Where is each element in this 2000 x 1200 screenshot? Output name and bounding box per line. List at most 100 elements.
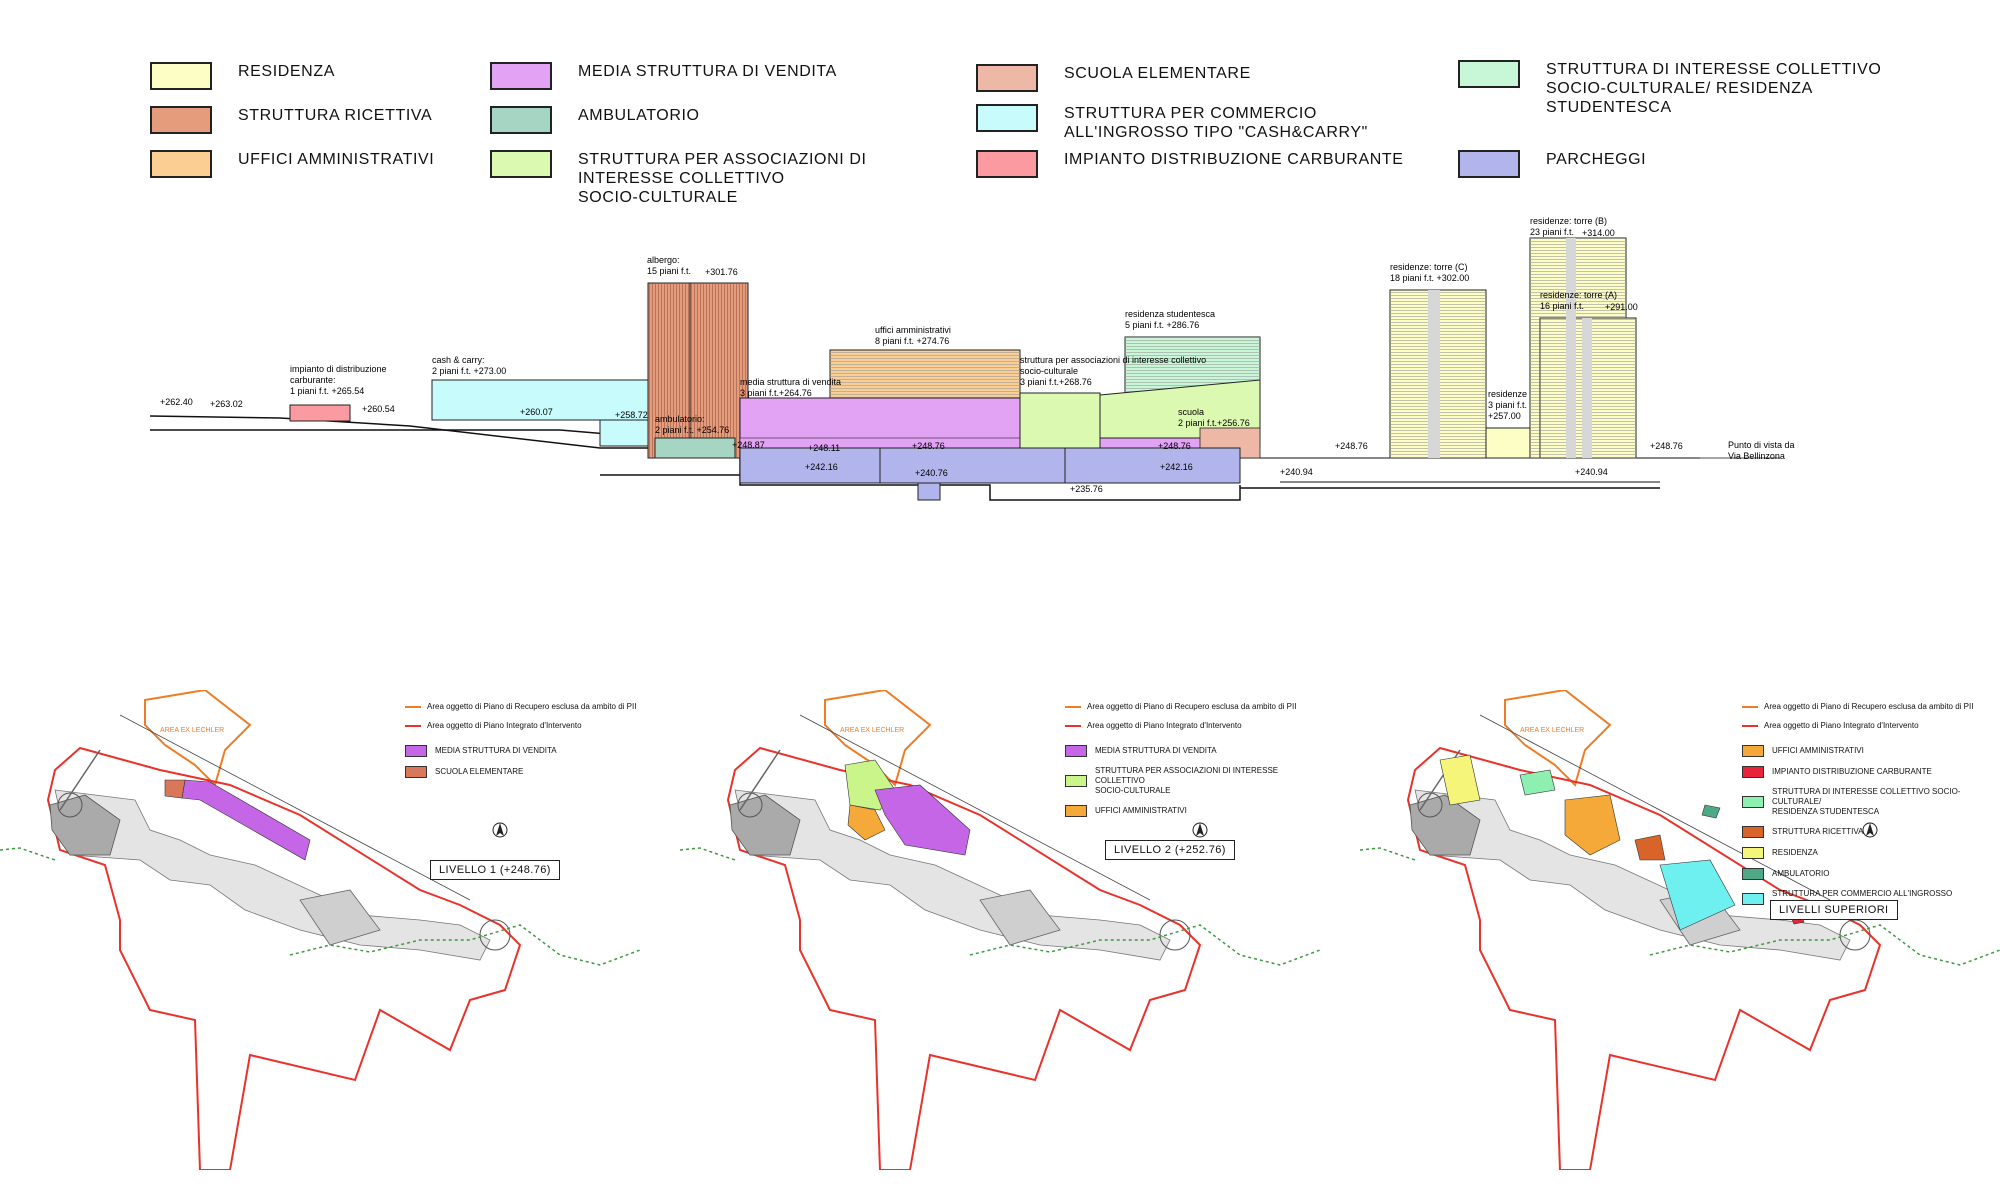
plan-map: AREA EX LECHLER	[1359, 688, 2000, 1171]
elevation-label: +248.87	[732, 440, 765, 450]
site-ground	[1414, 789, 1851, 961]
north-arrow-needle	[1866, 823, 1874, 836]
label-line: +257.00	[1488, 411, 1521, 421]
plan-swatch	[1742, 847, 1764, 859]
railway-line	[799, 714, 1151, 901]
plan-legend: Area oggetto di Piano di Recupero esclus…	[405, 702, 636, 787]
rail-line	[59, 749, 101, 811]
north-arrow-needle	[1196, 823, 1204, 836]
existing-buildings	[1409, 794, 1481, 856]
label-line: 2 piani f.t. +254.76	[655, 425, 729, 435]
vendita-swatch	[490, 62, 552, 90]
plan-legend-label: Area oggetto di Piano di Recupero esclus…	[1087, 702, 1297, 711]
plan-legend-item: SCUOLA ELEMENTARE	[405, 766, 636, 778]
label-line: 5 piani f.t. +286.76	[1125, 320, 1199, 330]
legend-label: IMPIANTO DISTRIBUZIONE CARBURANTE	[1064, 151, 1404, 168]
program-area	[164, 779, 186, 799]
elevation-label: +248.76	[1650, 441, 1683, 451]
plan-swatch	[1742, 796, 1764, 808]
plan-legend-item: STRUTTURA RICETTIVA	[1742, 826, 2000, 838]
label-line: albergo:	[647, 255, 680, 265]
level-label: LIVELLO 1 (+248.76)	[430, 860, 560, 880]
label-torre-c: residenze: torre (C)18 piani f.t. +302.0…	[1390, 262, 1469, 283]
torre-c-core	[1428, 290, 1440, 458]
ground-line	[149, 415, 740, 449]
plan-swatch	[405, 745, 427, 757]
plan-swatch	[1742, 745, 1764, 757]
plan-legend-item: Area oggetto di Piano Integrato d'Interv…	[1742, 721, 2000, 731]
pii-boundary	[1406, 746, 1882, 1171]
pii-boundary	[46, 746, 522, 1171]
legend-item-carburante: IMPIANTO DISTRIBUZIONE CARBURANTE	[976, 150, 1404, 178]
plan-legend-label: UFFICI AMMINISTRATIVI	[1095, 806, 1187, 815]
label-line: ambulatorio:	[655, 414, 705, 424]
plan-legend-item: STRUTTURA PER ASSOCIAZIONI DI INTERESSE …	[1065, 766, 1320, 796]
plan-legend-label: STRUTTURA RICETTIVA	[1772, 827, 1864, 836]
north-arrow-needle	[496, 823, 504, 836]
boundary-line-swatch	[405, 725, 421, 727]
color-legend: RESIDENZA STRUTTURA RICETTIVA UFFICI AMM…	[0, 60, 2000, 210]
label-cash-carry: cash & carry:2 piani f.t. +273.00	[432, 355, 506, 376]
level-label: LIVELLO 2 (+252.76)	[1105, 840, 1235, 860]
site-ground	[54, 789, 491, 961]
program-area	[1564, 794, 1621, 856]
green-boundary	[289, 924, 641, 966]
green-boundary	[969, 924, 1321, 966]
elevation-label: +240.94	[1575, 467, 1608, 477]
legend-item-uffici: UFFICI AMMINISTRATIVI	[150, 150, 434, 178]
green-boundary	[0, 847, 56, 861]
building-ambulatorio	[654, 437, 736, 459]
plan-swatch	[1742, 893, 1764, 905]
legend-label: STRUTTURA RICETTIVA	[238, 107, 433, 124]
legend-label: STRUTTURA DI INTERESSE COLLETTIVO SOCIO-…	[1546, 61, 1882, 116]
legend-label: SCUOLA ELEMENTARE	[1064, 65, 1251, 82]
elevation-label: +248.76	[1158, 441, 1191, 451]
label-line: 2 piani f.t.+256.76	[1178, 418, 1250, 428]
plan-legend-item: Area oggetto di Piano di Recupero esclus…	[1742, 702, 2000, 712]
plan-swatch	[1065, 805, 1087, 817]
label-line: 3 piani f.t.+268.76	[1020, 377, 1092, 387]
label-line: struttura per associazioni di interesse …	[1020, 355, 1206, 365]
plan-legend: Area oggetto di Piano di Recupero esclus…	[1742, 702, 2000, 918]
boundary-line-swatch	[1742, 706, 1758, 708]
plan-swatch	[1742, 766, 1764, 778]
building-cash-carry-low	[599, 419, 649, 447]
legend-item-parcheggi: PARCHEGGI	[1458, 150, 1646, 178]
label-line: uffici amministrativi	[875, 325, 951, 335]
plan-legend-label: Area oggetto di Piano Integrato d'Interv…	[427, 721, 582, 730]
plan-swatch	[1065, 745, 1087, 757]
label-line: 2 piani f.t. +273.00	[432, 366, 506, 376]
plan-swatch	[1742, 826, 1764, 838]
plan-legend-label: RESIDENZA	[1772, 848, 1818, 857]
elevation-label: +240.76	[915, 468, 948, 478]
roundabout	[1159, 919, 1191, 951]
legend-item-ricettiva: STRUTTURA RICETTIVA	[150, 106, 432, 134]
elevation-label: +235.76	[1070, 484, 1103, 494]
plan-legend-item: MEDIA STRUTTURA DI VENDITA	[1065, 745, 1320, 757]
label-line: residenza studentesca	[1125, 309, 1215, 319]
legend-item-ambulatorio: AMBULATORIO	[490, 106, 700, 134]
elevation-label: +260.54	[362, 404, 395, 414]
carburante-swatch	[976, 150, 1038, 178]
label-line: 1 piani f.t. +265.54	[290, 386, 364, 396]
existing-buildings	[49, 794, 121, 856]
plan-legend-item: IMPIANTO DISTRIBUZIONE CARBURANTE	[1742, 766, 2000, 778]
plan-legend-item: RESIDENZA	[1742, 847, 2000, 859]
label-torre-a-level: +291.00	[1605, 302, 1638, 312]
plan-legend-label: SCUOLA ELEMENTARE	[435, 767, 524, 776]
plan-legend-item: Area oggetto di Piano Integrato d'Interv…	[1065, 721, 1320, 731]
cash-carry-swatch	[976, 104, 1038, 132]
legend-label: UFFICI AMMINISTRATIVI	[238, 151, 435, 168]
label-line: 3 piani f.t.	[1488, 400, 1527, 410]
elevation-label: +263.02	[210, 399, 243, 409]
program-area	[1634, 834, 1666, 861]
label-line: residenze	[1488, 389, 1527, 399]
legend-item-vendita: MEDIA STRUTTURA DI VENDITA	[490, 62, 837, 90]
plan-legend-label: STRUTTURA DI INTERESSE COLLETTIVO SOCIO-…	[1772, 787, 1961, 816]
elevation-label: +242.16	[1160, 462, 1193, 472]
plan-level-superiori: AREA EX LECHLER Area oggetto di Piano di…	[1359, 688, 2000, 1171]
rail-line	[739, 749, 781, 811]
plan-legend-label: Area oggetto di Piano di Recupero esclus…	[427, 702, 637, 711]
